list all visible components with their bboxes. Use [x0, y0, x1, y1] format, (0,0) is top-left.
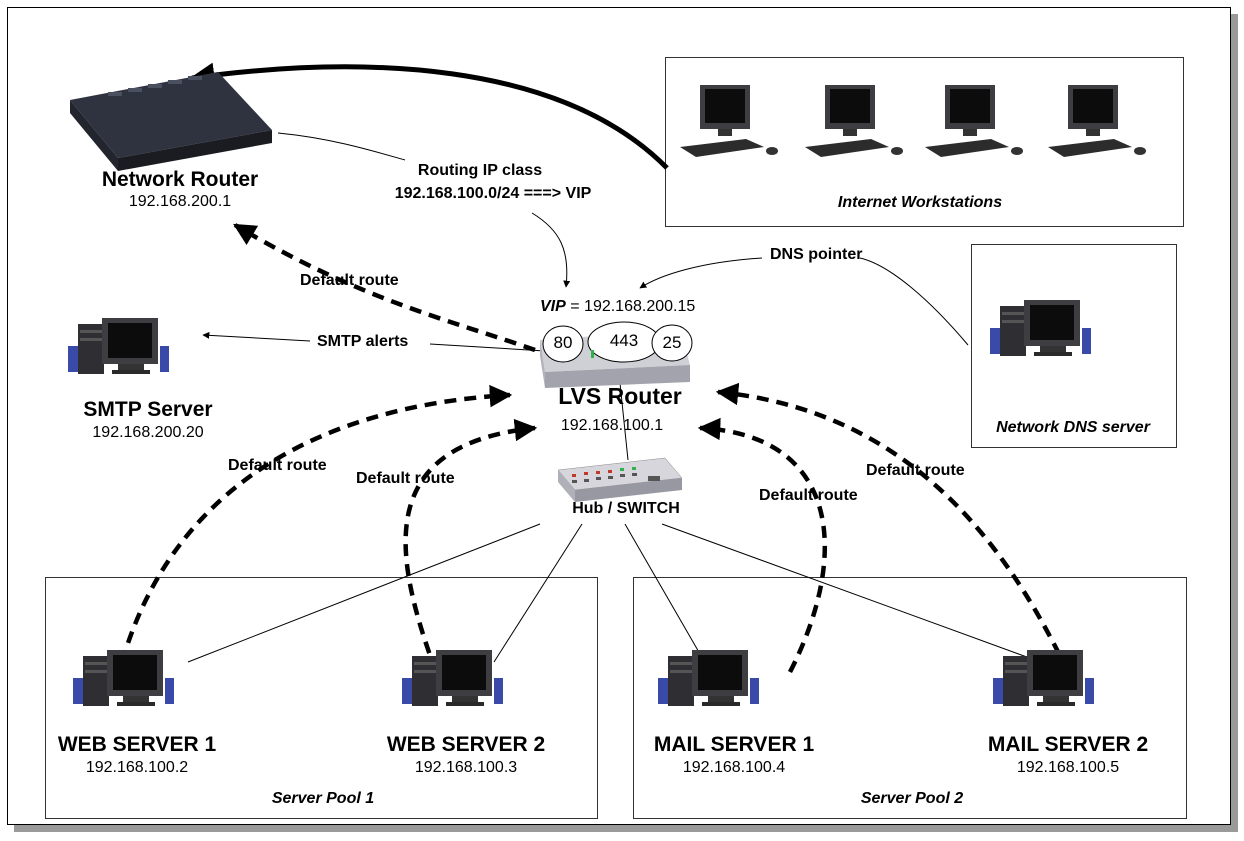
route-web1	[119, 384, 513, 663]
link-hub-web1	[187, 523, 541, 663]
mail-server-1-ip: 192.168.100.4	[682, 759, 786, 776]
link-hub-mail2	[661, 523, 1069, 673]
smtp-alerts-label: SMTP alerts	[317, 333, 409, 350]
dns-server-caption: Network DNS server	[996, 419, 1150, 436]
link-router-routing-note	[277, 132, 406, 161]
link-smtp-alerts-left	[202, 331, 311, 342]
network-router-name: Network Router	[101, 168, 259, 191]
port-25-label: 25	[662, 333, 682, 352]
vip-prefix: VIP	[540, 298, 566, 315]
route-web2	[403, 418, 538, 673]
smtp-server-name: SMTP Server	[83, 398, 213, 421]
server-pool-1-box	[45, 577, 598, 819]
default-route-label-web2: Default route	[356, 470, 455, 487]
route-mail2	[715, 382, 1071, 673]
lvs-router-ip: 192.168.100.1	[560, 417, 664, 434]
routing-note-line1: Routing IP class	[417, 162, 543, 179]
network-router-device	[70, 72, 272, 171]
default-route-label-web1: Default route	[228, 457, 327, 474]
web-server-1-name: WEB SERVER 1	[57, 733, 217, 756]
mail-server-2-ip: 192.168.100.5	[1016, 759, 1120, 776]
web-server-1-ip: 192.168.100.2	[85, 759, 189, 776]
hub-device	[557, 457, 683, 502]
default-route-label-mail2: Default route	[866, 462, 965, 479]
dns-server-box	[971, 244, 1177, 448]
web-server-2-name: WEB SERVER 2	[386, 733, 546, 756]
link-dns-arrow	[639, 257, 763, 289]
mail-server-1-name: MAIL SERVER 1	[653, 733, 815, 756]
vip-label: VIP = 192.168.200.15	[540, 298, 695, 316]
default-route-label-router: Default route	[300, 272, 399, 289]
workstations-box	[665, 57, 1184, 227]
link-internet-to-router	[189, 62, 669, 170]
lvs-router-device	[540, 321, 693, 388]
link-lvs-hub	[619, 382, 629, 461]
default-route-label-mail1: Default route	[759, 487, 858, 504]
smtp-server-ip: 192.168.200.20	[92, 424, 204, 441]
link-routing-to-vip	[531, 212, 571, 288]
port-80-label: 80	[553, 333, 573, 352]
link-hub-web2	[493, 523, 583, 663]
lvs-router-name: LVS Router	[558, 383, 682, 409]
route-lvs-to-router	[233, 223, 536, 353]
routing-note-line2: 192.168.100.0/24 ===> VIP	[394, 185, 592, 202]
server-pool-2-box	[633, 577, 1187, 819]
server-pool-1-caption: Server Pool 1	[271, 790, 375, 807]
hub-label: Hub / SWITCH	[572, 500, 680, 517]
web-server-2-ip: 192.168.100.3	[414, 759, 518, 776]
dns-pointer-label: DNS pointer	[770, 246, 863, 263]
server-pool-2-caption: Server Pool 2	[860, 790, 964, 807]
mail-server-2-name: MAIL SERVER 2	[987, 733, 1149, 756]
workstations-caption: Internet Workstations	[837, 194, 1003, 211]
link-dns-pointer	[859, 257, 969, 346]
network-router-ip: 192.168.200.1	[128, 193, 232, 210]
port-443-label: 443	[609, 331, 639, 350]
route-mail1	[697, 417, 827, 674]
link-smtp-alerts-right	[429, 343, 546, 352]
vip-value: = 192.168.200.15	[570, 298, 696, 315]
